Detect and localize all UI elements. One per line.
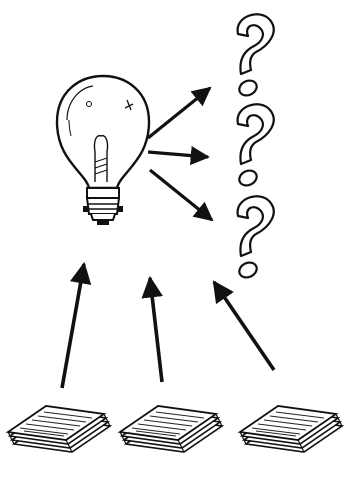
paper-stack-icon xyxy=(119,405,223,453)
paper-stack-icon xyxy=(7,405,111,453)
arrow-to-question-2 xyxy=(147,145,210,166)
arrow-to-question-1 xyxy=(146,86,212,140)
arrow-to-question-3 xyxy=(148,168,214,222)
question-mark-icon xyxy=(235,103,275,190)
question-mark-icon xyxy=(235,13,275,100)
arrow-from-papers-1 xyxy=(60,261,92,389)
paper-stack-icon xyxy=(239,405,343,453)
arrow-from-papers-2 xyxy=(141,275,164,383)
lightbulb-icon xyxy=(55,74,151,225)
arrow-from-papers-3 xyxy=(212,280,276,372)
question-mark-icon xyxy=(235,195,275,282)
